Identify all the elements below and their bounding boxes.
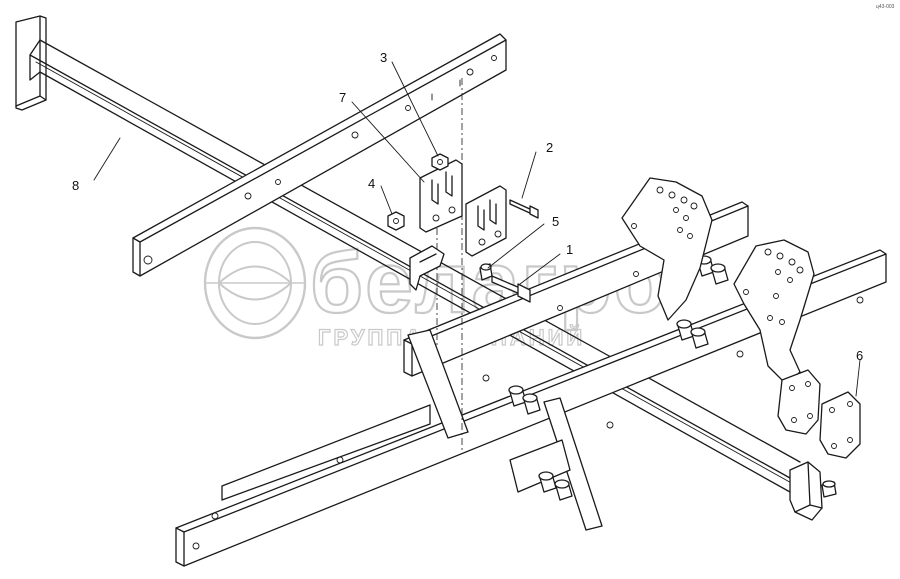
- nut-left: [387, 211, 405, 231]
- hitch-plate-left: [419, 159, 463, 233]
- callout-labels: 8 7 3 4 2 5 1 6: [72, 50, 863, 363]
- bushing: [508, 385, 527, 407]
- callout-4: 4: [368, 176, 375, 191]
- nut-top: [431, 153, 449, 171]
- rear-bar: [132, 33, 507, 277]
- spacer-small: [479, 263, 493, 281]
- bushing: [522, 393, 541, 415]
- bracket-front: [733, 239, 815, 385]
- bolt-long: [491, 275, 531, 303]
- watermark-logo-icon: [203, 226, 307, 340]
- bushing: [710, 263, 729, 285]
- clamp-plate-pair: [777, 369, 861, 459]
- callout-leaders: [93, 61, 861, 397]
- bushing: [538, 471, 557, 493]
- bracket-rear: [621, 177, 713, 321]
- spacer-bushings: [508, 255, 729, 501]
- callout-6: 6: [856, 348, 863, 363]
- callout-1: 1: [566, 242, 573, 257]
- callout-5: 5: [552, 214, 559, 229]
- callout-8: 8: [72, 178, 79, 193]
- corner-mark: ц43-003: [876, 4, 895, 10]
- bushing: [554, 479, 573, 501]
- callout-2: 2: [546, 140, 553, 155]
- hitch-plate-right: [465, 185, 507, 257]
- bolt-short: [509, 199, 539, 219]
- main-beam: [15, 15, 837, 521]
- bushing: [690, 327, 709, 349]
- callout-7: 7: [339, 90, 346, 105]
- callout-3: 3: [380, 50, 387, 65]
- clamp-hook: [409, 245, 445, 291]
- support-plates: [407, 329, 603, 531]
